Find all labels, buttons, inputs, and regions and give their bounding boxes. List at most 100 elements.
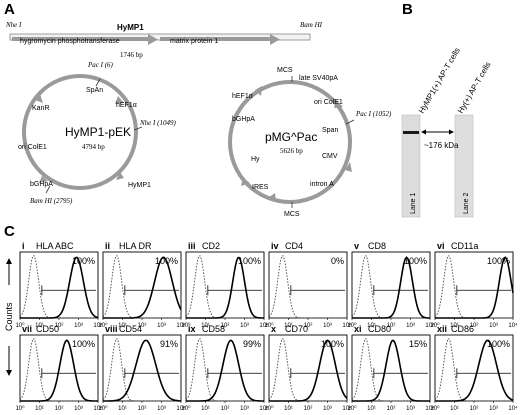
plasmid2-feature-mcs-top: MCS <box>277 67 293 74</box>
plasmid2-feature-mcs-bottom: MCS <box>284 211 300 218</box>
x-tick-label: 10³ <box>74 323 83 329</box>
x-tick-label: 10⁰ <box>264 322 274 329</box>
x-tick-label: 10² <box>221 406 230 412</box>
plasmid1-name: HyMP1-pEK <box>65 125 131 139</box>
flow-panel-index: xii <box>437 324 447 334</box>
x-tick-label: 10¹ <box>367 323 376 329</box>
x-tick-label: 10⁴ <box>508 405 518 412</box>
flow-panel-percent: 100% <box>404 256 427 266</box>
construct-bam-site: Bam HI <box>300 21 323 29</box>
plasmid1-feature-span: SpAn <box>86 87 103 94</box>
plasmid2-site-tick <box>345 119 355 125</box>
x-tick-label: 10⁴ <box>508 322 518 329</box>
flow-panel-index: iv <box>271 241 279 251</box>
plasmid1-arrowhead <box>115 96 124 104</box>
construct-length: 1746 bp <box>120 51 143 59</box>
plasmid1-arrowhead <box>35 94 43 103</box>
flow-panel-index: xi <box>354 324 362 334</box>
flow-panel-percent: 100% <box>238 256 261 266</box>
x-tick-label: 10¹ <box>367 406 376 412</box>
flow-panel-percent: 0% <box>331 256 344 266</box>
flow-panel-index: ii <box>105 241 110 251</box>
plasmid2-feature-ori: ori ColE1 <box>314 99 343 106</box>
flow-panel-frame <box>185 251 265 319</box>
stained-histogram <box>103 256 182 319</box>
plasmid2-feature-late: late SV40pA <box>299 75 338 82</box>
x-tick-label: 10² <box>387 406 396 412</box>
x-tick-label: 10¹ <box>450 406 459 412</box>
plasmid2-feature-hef1a: hEF1α <box>232 93 253 100</box>
flow-panel-percent: 100% <box>487 339 510 349</box>
plasmid2-feature-hy: Hy <box>251 156 260 163</box>
plasmid1-bam-site: Bam HI (2795) <box>30 197 73 205</box>
construct-nhe-site: Nhe I <box>5 21 22 29</box>
x-tick-label: 10³ <box>157 323 166 329</box>
x-tick-label: 10⁴ <box>259 322 269 329</box>
x-tick-label: 10¹ <box>450 323 459 329</box>
x-tick-label: 10¹ <box>284 323 293 329</box>
construct-segment-mp1 <box>160 34 280 45</box>
x-tick-label: 10⁴ <box>342 322 352 329</box>
stained-histogram <box>20 256 99 319</box>
x-tick-label: 10⁴ <box>176 322 186 329</box>
flow-panel-marker: HLA DR <box>119 241 152 251</box>
x-tick-label: 10⁴ <box>176 405 186 412</box>
counts-arrowhead <box>6 258 12 264</box>
x-tick-label: 10² <box>138 406 147 412</box>
x-tick-label: 10² <box>387 323 396 329</box>
construct-gene-label: HyMP1 <box>117 23 144 32</box>
plasmid1-nhe-site: Nhe I (1049) <box>139 119 176 127</box>
plasmid1-pac-site: Pac I (6) <box>87 61 114 69</box>
blot-arrowhead <box>449 129 454 135</box>
plasmid2-feature-bghpa: bGHpA <box>232 116 255 123</box>
x-tick-label: 10² <box>470 323 479 329</box>
x-tick-label: 10² <box>138 323 147 329</box>
flow-panel-marker: CD50 <box>36 324 59 334</box>
flow-panel-frame <box>434 251 514 319</box>
x-tick-label: 10³ <box>406 406 415 412</box>
x-tick-label: 10¹ <box>35 323 44 329</box>
x-tick-label: 10⁴ <box>259 405 269 412</box>
x-tick-label: 10⁰ <box>264 405 274 412</box>
plasmid-map-pmg-pac: MCS late SV40pA hEF1α ori ColE1 Pac I (1… <box>228 67 392 218</box>
plasmid2-arrowhead <box>345 162 352 172</box>
construct-segment2-label: matrix protein 1 <box>170 38 218 45</box>
construct-segment-hph <box>12 34 158 45</box>
x-tick-label: 10⁰ <box>181 322 191 329</box>
flow-panel-marker: CD54 <box>119 324 142 334</box>
flow-panel-index: vi <box>437 241 445 251</box>
x-tick-label: 10⁰ <box>430 405 440 412</box>
flow-panel-percent: 15% <box>409 339 427 349</box>
flow-panel-percent: 91% <box>160 339 178 349</box>
flow-panel-index: vii <box>22 324 32 334</box>
x-tick-label: 10³ <box>406 323 415 329</box>
western-blot: HyMP1(+) AP-T cells Hy(+) AP-T cells ~17… <box>401 46 493 218</box>
x-tick-label: 10¹ <box>118 323 127 329</box>
panel-label-a: A <box>4 1 15 18</box>
counts-axis-label: Counts <box>4 302 14 331</box>
plasmid2-feature-span: Span <box>322 127 338 134</box>
panel-label-b: B <box>402 1 413 18</box>
flow-panel-marker: CD11a <box>451 241 478 251</box>
blot-band-label: ~176 kDa <box>424 141 459 150</box>
counts-arrowhead <box>6 370 12 376</box>
flow-panel-percent: 100% <box>155 256 178 266</box>
blot-lane2 <box>454 114 474 218</box>
stained-histogram <box>352 339 430 402</box>
plasmid2-size: 5626 bp <box>280 147 303 155</box>
stained-histogram <box>186 256 264 319</box>
plasmid-map-hymp1-pek: Pac I (6) Nhe I (1049) Bam HI (2795) SpA… <box>18 61 176 205</box>
x-tick-label: 10¹ <box>201 323 210 329</box>
flow-panel-frame <box>268 251 348 319</box>
x-tick-label: 10³ <box>323 323 332 329</box>
x-tick-label: 10¹ <box>284 406 293 412</box>
x-tick-label: 10⁰ <box>98 405 108 412</box>
plasmid1-arrowhead <box>39 176 48 183</box>
flow-panel-frame <box>19 251 99 319</box>
